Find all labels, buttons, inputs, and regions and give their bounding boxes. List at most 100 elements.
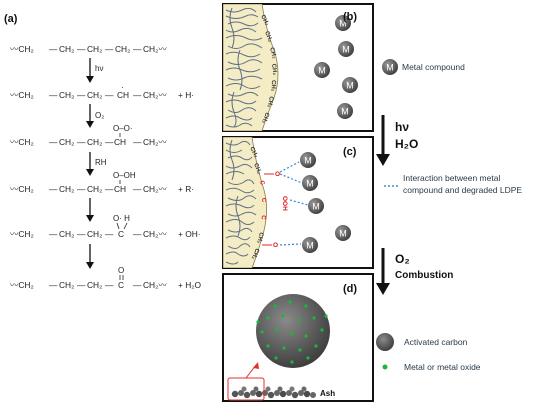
svg-text:CH₂: CH₂ — [87, 137, 102, 147]
svg-text:CH₂: CH₂ — [260, 111, 270, 124]
svg-text:CH₂〰: CH₂〰 — [143, 280, 167, 290]
svg-text:CH₂〰: CH₂〰 — [143, 137, 167, 147]
panel-d-label: (d) — [343, 283, 357, 295]
reaction-row-3: O–O· 〰CH₂ — CH₂ — CH₂ — CH — CH₂〰 — [10, 124, 167, 147]
legend-interaction: Interaction between metal compound and d… — [384, 173, 522, 195]
svg-text:〰CH₂: 〰CH₂ — [10, 280, 34, 290]
legend-metal-compound: M Metal compound — [382, 59, 465, 75]
svg-text:C: C — [118, 229, 124, 239]
svg-text:CH₂: CH₂ — [270, 63, 278, 75]
svg-text:CH₂〰: CH₂〰 — [143, 184, 167, 194]
legend-interaction-line2: compound and degraded LDPE — [403, 185, 522, 195]
svg-text:M: M — [341, 107, 349, 117]
reaction-condition-2: O₂ — [95, 111, 104, 120]
svg-text:CH₂: CH₂ — [270, 80, 276, 92]
peroxy-group: O–O· — [113, 124, 133, 133]
panel-c-label: (c) — [343, 146, 357, 158]
ch2-chain-b: CH₂ CH₂ CH₂ CH₂ CH₂ CH₂ CH₂ — [259, 14, 277, 124]
carbonyl-o-bottom: O — [273, 242, 278, 249]
legend-interaction-line1: Interaction between metal — [403, 173, 500, 183]
svg-text:〰CH₂: 〰CH₂ — [10, 184, 34, 194]
carbonyl-o-top: O — [275, 171, 280, 178]
svg-text:〰CH₂: 〰CH₂ — [10, 137, 34, 147]
svg-text:—: — — [133, 229, 142, 239]
panel-c: CH₂ CH₂ C C C CH₂ CH₂ O OOH O M M M — [222, 136, 374, 269]
arrow2-condition-oxygen: O₂ — [395, 252, 410, 266]
process-arrow-combustion: O₂ Combustion — [376, 248, 453, 295]
svg-text:CH₂: CH₂ — [59, 184, 74, 194]
arrow2-condition-combustion: Combustion — [395, 270, 453, 281]
chain-unit: CH₂ — [87, 44, 102, 54]
svg-text:CH₂: CH₂ — [263, 31, 273, 44]
panel-b: CH₂ CH₂ CH₂ CH₂ CH₂ CH₂ CH₂ M M M M M (b… — [222, 3, 374, 132]
panel-a-label: (a) — [4, 13, 18, 25]
legend-activated-carbon: Activated carbon — [376, 333, 468, 351]
svg-text:M: M — [306, 179, 314, 189]
metal-oxide-dots — [256, 300, 328, 364]
svg-text:—: — — [133, 137, 142, 147]
ash-label: Ash — [320, 389, 335, 398]
svg-text:—: — — [49, 137, 58, 147]
reaction-row-2: 〰CH₂ — CH₂ — CH₂ — CH · — CH₂〰 + H· — [10, 82, 194, 100]
alkoxy-group: O· H — [113, 214, 130, 223]
svg-text:—: — — [133, 280, 142, 290]
metal-compound-spheres-b: M M M M M — [314, 15, 358, 119]
svg-text:C: C — [260, 198, 266, 203]
svg-text:〰CH₂: 〰CH₂ — [10, 229, 34, 239]
svg-text:CH₂〰: CH₂〰 — [143, 90, 167, 100]
svg-text:—: — — [49, 229, 58, 239]
svg-text:CH₂〰: CH₂〰 — [143, 229, 167, 239]
chain-unit: CH₂ — [59, 44, 74, 54]
svg-text:—: — — [77, 44, 86, 54]
reaction-row-1: 〰CH₂ — CH₂ — CH₂ — CH₂ — CH₂〰 — [10, 44, 167, 54]
svg-text:—: — — [105, 90, 114, 100]
chain-end: CH₂〰 — [143, 44, 167, 54]
activated-carbon-legend-icon — [376, 333, 394, 351]
svg-text:CH₂: CH₂ — [259, 14, 270, 27]
svg-text:CH₂: CH₂ — [266, 96, 274, 109]
svg-text:—: — — [77, 90, 86, 100]
arrow1-condition-water: H₂O — [395, 137, 418, 151]
svg-text:M: M — [346, 81, 354, 91]
legend-activated-carbon-text: Activated carbon — [404, 337, 468, 347]
svg-text:M: M — [386, 63, 394, 73]
svg-text:M: M — [342, 45, 350, 55]
activated-carbon-particle — [256, 294, 330, 368]
svg-text:CH₂: CH₂ — [248, 146, 259, 159]
radical-dot: · — [121, 82, 124, 92]
metal-compound-spheres-c: M M M M M — [300, 152, 351, 253]
svg-text:CH₂: CH₂ — [87, 90, 102, 100]
svg-text:—: — — [77, 184, 86, 194]
svg-text:—: — — [105, 137, 114, 147]
svg-text:CH: CH — [114, 184, 126, 194]
chain-start: 〰CH₂ — [10, 44, 34, 54]
svg-text:—: — — [133, 44, 142, 54]
reaction-row-6: O 〰CH₂ — CH₂ — CH₂ — C — CH₂〰 + H₂O — [10, 266, 202, 290]
svg-text:—: — — [105, 280, 114, 290]
reaction-row-5: O· H 〰CH₂ — CH₂ — CH₂ — C — CH₂〰 + OH· — [10, 214, 201, 239]
side-product-1: + H· — [178, 90, 194, 100]
svg-text:CH₂: CH₂ — [250, 247, 260, 260]
side-product-5: + H₂O — [178, 280, 202, 290]
metal-oxide-legend-icon — [382, 364, 388, 370]
svg-text:C: C — [118, 280, 124, 290]
reaction-condition-3: RH — [95, 158, 107, 167]
svg-text:—: — — [49, 44, 58, 54]
svg-text:—: — — [105, 184, 114, 194]
svg-text:CH₂: CH₂ — [255, 232, 264, 245]
svg-text:—: — — [77, 229, 86, 239]
svg-text:CH₂: CH₂ — [59, 137, 74, 147]
oxidized-groups: O OOH O — [262, 171, 288, 249]
svg-text:CH₂: CH₂ — [87, 280, 102, 290]
svg-text:CH₂: CH₂ — [59, 229, 74, 239]
metal-compound-legend-icon — [382, 59, 398, 75]
svg-text:—: — — [49, 184, 58, 194]
svg-text:CH₂: CH₂ — [87, 229, 102, 239]
svg-text:〰CH₂: 〰CH₂ — [10, 90, 34, 100]
peroxide-group: OOH — [281, 196, 288, 211]
svg-text:C: C — [259, 215, 265, 221]
svg-text:M: M — [304, 156, 312, 166]
panel-b-label: (b) — [343, 11, 357, 23]
svg-text:CH: CH — [117, 90, 129, 100]
